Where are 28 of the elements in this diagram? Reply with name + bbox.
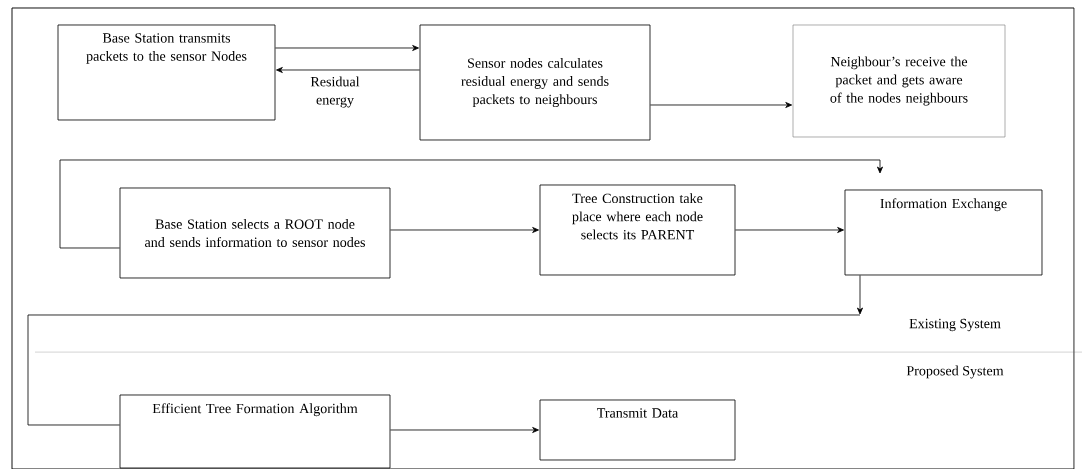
process-box: [844, 189, 1043, 276]
box-text: Transmit Data: [597, 408, 679, 418]
box-text: Base Station selects a ROOT node and sends information to sensor nodes: [145, 218, 365, 247]
process-box: [119, 187, 391, 279]
box-text: Efficient Tree Formation Algorithm: [152, 403, 358, 417]
arrow: [275, 45, 419, 51]
arrow: [390, 427, 539, 433]
connector-line: [27, 314, 861, 426]
process-box: [539, 184, 736, 276]
process-box: [539, 399, 736, 461]
section-label: Existing System: [909, 318, 1001, 332]
box-text: Base Station transmits packets to the sensor Nodes: [86, 33, 247, 64]
box-text: Tree Construction take place where each node selects its PARENT: [572, 193, 703, 240]
process-box: [792, 24, 1006, 138]
box-text: Neighbour’s receive the packet and gets aware of the nodes neighbours: [830, 56, 968, 106]
section-label: Proposed System: [906, 365, 1004, 379]
arrow: [857, 275, 863, 315]
arrow: [276, 67, 420, 73]
arrow: [735, 227, 844, 233]
edge-label: Residual energy: [310, 76, 360, 108]
arrow: [390, 227, 539, 233]
process-box: [419, 24, 651, 141]
box-text: Sensor nodes calculates residual energy and sends packets to neighbours: [461, 57, 609, 108]
arrow: [650, 102, 793, 108]
process-box: [57, 24, 276, 121]
arrow: [59, 159, 883, 249]
process-box: [119, 394, 391, 469]
box-text: Information Exchange: [880, 198, 1007, 212]
